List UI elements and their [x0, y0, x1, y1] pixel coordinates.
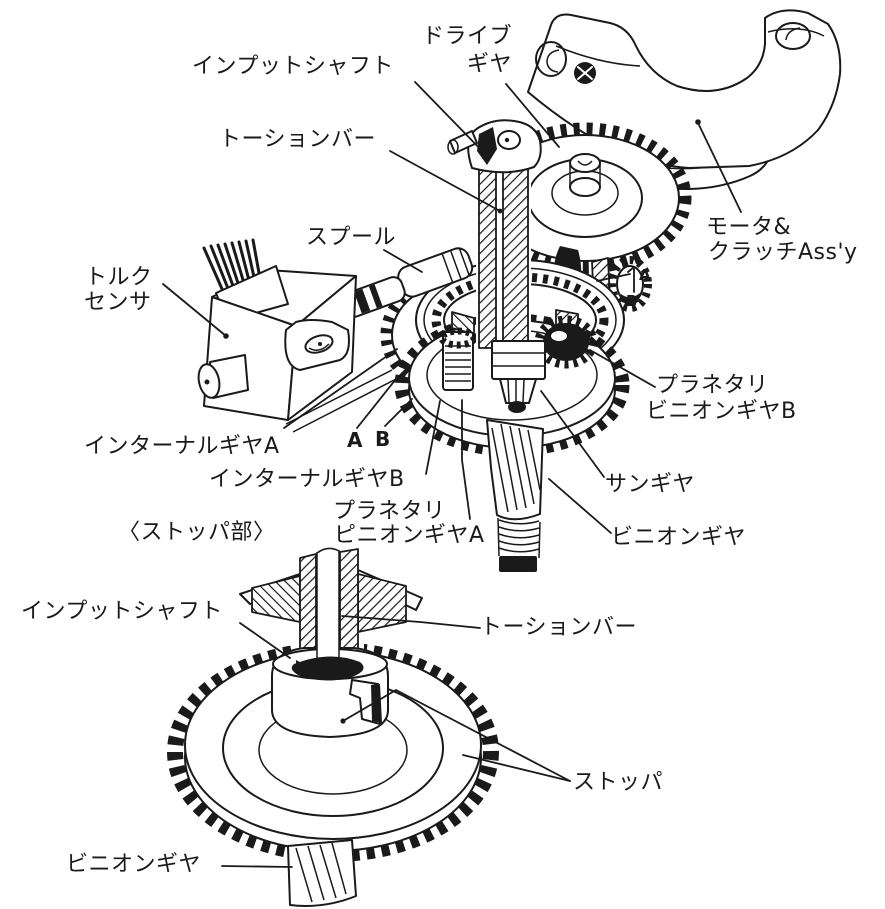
drive-gear-drawing	[478, 122, 692, 274]
label-planetary-pinion-a-1: プラネタリ	[333, 499, 446, 524]
leader-pinion-gear-bottom	[221, 865, 293, 868]
label-drive-gear-1: ドライブ	[422, 24, 513, 49]
section-heading-stopper: 〈ストッパ部〉	[118, 520, 276, 545]
lock-pin	[449, 130, 478, 154]
sun-gear-carrier-drawing	[491, 340, 546, 413]
input-shaft-left-wall	[478, 147, 497, 349]
label-input-shaft-bottom: インプットシャフト	[21, 599, 223, 624]
leader-planetary-pinion-b	[589, 349, 656, 388]
label-torque-sensor-1: トルク	[85, 265, 153, 290]
label-internal-gear-b: インターナルギヤB	[209, 467, 405, 492]
label-torque-sensor-2: センサ	[84, 290, 152, 315]
label-pinion-gear-bottom: ビニオンギヤ	[66, 852, 202, 877]
torque-sensor-drawing	[197, 238, 399, 433]
leader-torsion-bar-bottom	[341, 615, 481, 629]
label-sun-gear: サンギヤ	[605, 472, 696, 497]
label-motor-clutch-1: モータ&	[706, 215, 792, 240]
label-spool: スプール	[306, 225, 397, 250]
leader-motor-clutch	[698, 124, 742, 213]
input-shaft-drawing	[447, 119, 542, 349]
ab-marker	[596, 266, 635, 293]
leader-torque-sensor	[162, 283, 227, 337]
label-input-shaft-top: インプットシャフト	[192, 54, 394, 79]
leader-stopper-2	[462, 754, 571, 782]
leader-pinion-gear-middle	[548, 478, 612, 534]
label-internal-gear-a: インターナルギヤA	[84, 434, 280, 459]
label-section-marker-a: A	[639, 266, 652, 284]
leader-lines	[162, 81, 742, 868]
left-wing	[251, 575, 301, 623]
label-planetary-pinion-b-1: プラネタリ	[656, 373, 769, 398]
leader-pointer-a	[356, 378, 397, 429]
label-planetary-pinion-b-2: ビニオンギヤB	[646, 399, 797, 424]
right-wing	[357, 573, 407, 633]
label-torsion-bar-bottom: トーションバー	[480, 615, 638, 640]
leader-planetary-pinion-a	[461, 399, 471, 520]
bolt-hole-left	[535, 41, 567, 77]
label-pointer-b: B	[375, 427, 391, 451]
stopper-cam	[291, 656, 364, 681]
label-pinion-gear-middle: ビニオンギヤ	[611, 525, 747, 550]
leader-spool	[383, 249, 423, 273]
label-drive-gear-2: ギヤ	[467, 52, 513, 77]
sensor-notch	[284, 319, 350, 371]
leader-internal-gear-b	[425, 400, 441, 475]
label-section-marker-b: B	[626, 292, 638, 310]
leader-input-shaft-bottom	[239, 622, 291, 659]
bottom-pinion	[287, 839, 357, 907]
leader-input-shaft-top	[414, 81, 490, 159]
leader-sun-gear	[540, 390, 605, 478]
planetary-pinion-a-drawing	[438, 311, 478, 391]
label-pointer-a: A	[347, 428, 363, 452]
leader-internal-gear-a	[283, 348, 398, 429]
stopper-view-drawing	[167, 547, 499, 907]
bolt-hole-right	[775, 22, 811, 50]
clutch-coupling-drawing	[553, 246, 652, 312]
label-motor-clutch-2: クラッチAss'y	[708, 240, 858, 265]
leader-stopper-1	[342, 688, 571, 782]
label-torsion-bar-top: トーションバー	[219, 127, 377, 152]
leader-pointer-b	[384, 398, 413, 427]
pinion-gear-drawing	[486, 419, 544, 572]
label-planetary-pinion-a-2: ピニオンギヤA	[334, 523, 485, 548]
leader-drive-gear	[505, 83, 560, 148]
planetary-pinion-b-drawing	[534, 309, 598, 369]
label-stopper: ストッパ	[573, 770, 664, 795]
leader-ab-marker	[596, 273, 631, 282]
leader-torsion-bar-top	[389, 150, 501, 212]
